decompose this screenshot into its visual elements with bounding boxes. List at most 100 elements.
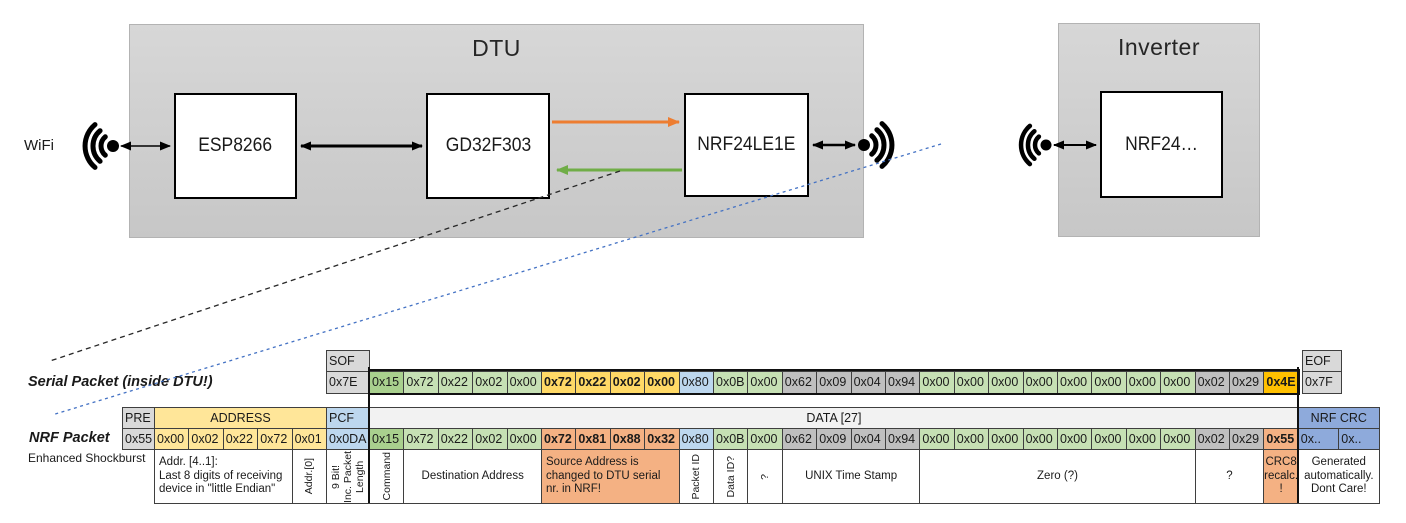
serial-byte-cell: 0x02 (1194, 371, 1230, 394)
pcf-header-cell: PCF (326, 407, 370, 429)
module-esp8266: ESP8266 (174, 93, 297, 199)
serial-byte-cell: 0x29 (1229, 371, 1265, 394)
serial-packet-label: Serial Packet (inside DTU!) (28, 374, 213, 390)
pcf-byte-cell: 0x0DA (326, 428, 370, 450)
serial-byte-cell: 0x22 (575, 371, 611, 394)
serial-byte-cell: 0x4E (1263, 371, 1299, 394)
nrf-byte-cell: 0x29 (1229, 428, 1265, 450)
module-inverter-nrf24-label: NRF24… (1125, 133, 1198, 155)
serial-byte-cell: 0x00 (953, 371, 990, 394)
serial-byte-cell: 0x00 (1022, 371, 1058, 394)
annotation-cell: ? (1194, 449, 1265, 504)
pre-byte-cell: 0x55 (122, 428, 155, 450)
sof-byte-cell: 0x7E (326, 371, 370, 394)
nrf-byte-cell: 0x00 (1091, 428, 1127, 450)
module-nrf24le1e-label: NRF24LE1E (697, 134, 796, 155)
wifi-signal-icon-dtu-left (82, 122, 119, 170)
serial-byte-cell: 0x0B (713, 371, 749, 394)
module-gd32f303-label: GD32F303 (445, 135, 531, 156)
nrf-byte-cell: 0x00 (919, 428, 955, 450)
address-byte-cell: 0x02 (188, 428, 224, 450)
enhanced-shockburst-label: Enhanced Shockburst (28, 451, 146, 465)
nrf-byte-cell: 0x00 (1022, 428, 1058, 450)
data-header-cell: DATA [27] (369, 407, 1299, 429)
nrf-packet-label: NRF Packet (29, 430, 110, 446)
module-inverter-nrf24: NRF24… (1100, 91, 1223, 198)
serial-byte-cell: 0x80 (678, 371, 714, 394)
nrf-byte-cell: 0x00 (953, 428, 990, 450)
nrf-byte-cell: 0x81 (575, 428, 611, 450)
nrf-byte-cell: 0x88 (609, 428, 646, 450)
annotation-cell: Command (369, 449, 405, 504)
nrf-byte-cell: 0x00 (747, 428, 783, 450)
nrf-byte-cell: 0x04 (850, 428, 886, 450)
serial-byte-cell: 0x09 (816, 371, 852, 394)
serial-byte-cell: 0x02 (472, 371, 508, 394)
serial-byte-cell: 0x00 (1091, 371, 1127, 394)
address-byte-cell: 0x72 (257, 428, 293, 450)
annotation-cell: Generated automatically. Dont Care! (1297, 449, 1380, 504)
nrf-byte-cell: 0x02 (472, 428, 508, 450)
address-header-cell: ADDRESS (154, 407, 327, 429)
annotation-cell: UNIX Time Stamp (781, 449, 921, 504)
annotation-cell: Destination Address (403, 449, 542, 504)
annotation-cell: Data ID? (713, 449, 749, 504)
eof-header-cell: EOF (1302, 350, 1342, 372)
nrf-byte-cell: 0x00 (988, 428, 1024, 450)
serial-byte-cell: 0x94 (885, 371, 921, 394)
nrf-byte-cell: 0x00 (1125, 428, 1162, 450)
nrf-byte-cell: 0x55 (1263, 428, 1299, 450)
serial-byte-cell: 0x00 (506, 371, 542, 394)
nrf-byte-cell: 0x32 (644, 428, 680, 450)
serial-byte-cell: 0x00 (747, 371, 783, 394)
nrf-byte-cell: 0x80 (678, 428, 714, 450)
sof-header-cell: SOF (326, 350, 370, 372)
nrf-byte-cell: 0x09 (816, 428, 852, 450)
nrf-byte-cell: 0x15 (369, 428, 405, 450)
address-byte-cell: 0x00 (154, 428, 190, 450)
serial-byte-cell: 0x72 (541, 371, 577, 394)
serial-byte-cell: 0x00 (644, 371, 680, 394)
annotation-cell: Source Address is changed to DTU serial … (541, 449, 680, 504)
payload-map-line-left (368, 367, 370, 503)
module-esp8266-label: ESP8266 (198, 135, 273, 156)
annotation-cell: Packet ID (678, 449, 714, 504)
nrf-byte-cell: 0x02 (1194, 428, 1230, 450)
nrf-byte-cell: 0x72 (541, 428, 577, 450)
eof-byte-cell: 0x7F (1302, 371, 1342, 394)
serial-byte-cell: 0x04 (850, 371, 886, 394)
nrf-crc-byte-cell: 0x.. (1297, 428, 1340, 450)
inverter-title: Inverter (1118, 34, 1200, 60)
nrf-byte-cell: 0x0B (713, 428, 749, 450)
serial-byte-cell: 0x15 (369, 371, 405, 394)
annotation-cell: Addr. [4..1]: Last 8 digits of receiving… (154, 449, 293, 504)
address-byte-cell: 0x01 (291, 428, 327, 450)
address-byte-cell: 0x22 (222, 428, 259, 450)
nrf-crc-byte-cell: 0x.. (1338, 428, 1380, 450)
nrf-byte-cell: 0x00 (1057, 428, 1093, 450)
pre-header-cell: PRE (122, 407, 155, 429)
wifi-label: WiFi (24, 137, 54, 154)
nrf-byte-cell: 0x72 (403, 428, 439, 450)
nrf-byte-cell: 0x00 (506, 428, 542, 450)
module-gd32f303: GD32F303 (426, 93, 550, 199)
payload-map-line-right (1297, 367, 1299, 503)
nrf-byte-cell: 0x22 (437, 428, 474, 450)
wifi-signal-icon-inverter (1018, 123, 1052, 167)
nrf-crc-header-cell: NRF CRC (1297, 407, 1380, 429)
serial-byte-cell: 0x00 (1057, 371, 1093, 394)
annotation-cell: ? (747, 449, 783, 504)
serial-byte-cell: 0x00 (988, 371, 1024, 394)
annotation-cell: 9 Bit! Inc. Packet Length (326, 449, 370, 504)
serial-byte-cell: 0x02 (609, 371, 646, 394)
serial-byte-cell: 0x22 (437, 371, 474, 394)
serial-byte-cell: 0x62 (781, 371, 818, 394)
serial-byte-cell: 0x00 (1125, 371, 1162, 394)
nrf-byte-cell: 0x00 (1160, 428, 1196, 450)
annotation-cell: Addr.[0] (291, 449, 327, 504)
nrf-byte-cell: 0x94 (885, 428, 921, 450)
serial-byte-cell: 0x00 (1160, 371, 1196, 394)
module-nrf24le1e: NRF24LE1E (684, 93, 809, 197)
nrf-byte-cell: 0x62 (781, 428, 818, 450)
